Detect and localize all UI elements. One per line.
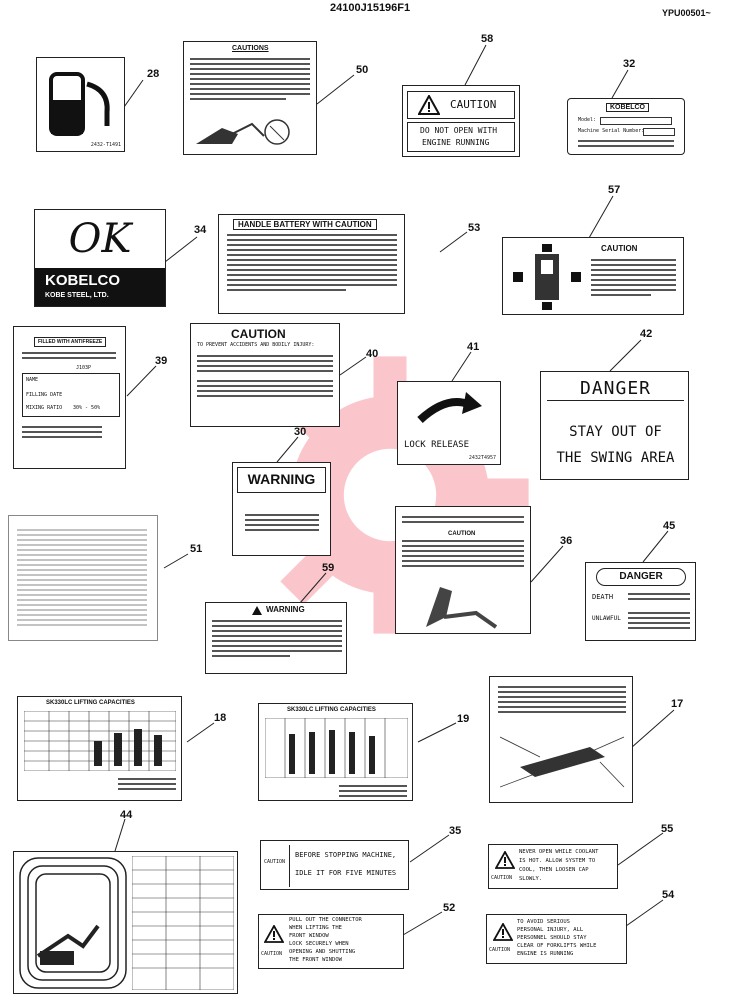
- callout-17: 17: [671, 698, 684, 710]
- capacity-table: [265, 718, 408, 778]
- decal-58-caution: CAUTION DO NOT OPEN WITH ENGINE RUNNING: [402, 85, 520, 157]
- excavator-icon: [196, 119, 290, 145]
- decal-44-operation-diagram: [13, 851, 238, 994]
- callout-44: 44: [120, 809, 133, 821]
- page-code: 24100J15196F1: [330, 2, 411, 14]
- callout-32: 32: [623, 58, 636, 70]
- decal-53-battery: HANDLE BATTERY WITH CAUTION: [218, 214, 405, 314]
- decal-55-caution-coolant: CAUTION NEVER OPEN WHILE COOLANT IS HOT.…: [488, 844, 618, 889]
- callout-28: 28: [147, 68, 160, 80]
- control-lever-diagram: [500, 736, 625, 788]
- decal-35-caution-idle: CAUTION BEFORE STOPPING MACHINE, IDLE IT…: [260, 840, 409, 890]
- callout-45: 45: [663, 520, 676, 532]
- excavator-icon: [426, 587, 498, 629]
- callout-50: 50: [356, 64, 369, 76]
- fuel-pump-icon: [49, 72, 110, 136]
- callout-39: 39: [155, 355, 168, 367]
- decal-30-warning: WARNING: [232, 462, 331, 556]
- serial-range: YPU00501~: [662, 8, 711, 18]
- callout-42: 42: [640, 328, 653, 340]
- decal-36-caution: CAUTION: [395, 506, 531, 634]
- warning-triangle-icon: [418, 95, 440, 115]
- decal-57-caution: CAUTION: [502, 237, 684, 315]
- callout-54: 54: [662, 889, 675, 901]
- work-mode-diagram: [19, 857, 127, 989]
- warning-triangle-icon: [252, 606, 262, 615]
- capacity-table: [24, 711, 176, 771]
- callout-41: 41: [467, 341, 480, 353]
- callout-53: 53: [468, 222, 481, 234]
- callout-36: 36: [560, 535, 573, 547]
- warning-triangle-icon: [264, 925, 284, 943]
- decal-28-fuel: 2432-T1491: [36, 57, 125, 152]
- decal-39-antifreeze: FILLED WITH ANTIFREEZE J103P NAME FILLIN…: [13, 326, 126, 469]
- decal-59-warning: WARNING: [205, 602, 347, 674]
- callout-18: 18: [214, 712, 227, 724]
- decal-54-caution-personnel: CAUTION TO AVOID SERIOUS PERSONAL INJURY…: [486, 914, 627, 964]
- spec-table: [132, 856, 234, 990]
- callout-57: 57: [608, 184, 621, 196]
- machine-topview-icon: [513, 244, 581, 310]
- callout-19: 19: [457, 713, 470, 725]
- callout-30: 30: [294, 426, 307, 438]
- decal-17-control-pattern: [489, 676, 633, 803]
- decal-45-danger: DANGER DEATH UNLAWFUL: [585, 562, 696, 641]
- callout-59: 59: [322, 562, 335, 574]
- decal-41-lock-release: LOCK RELEASE 2432T4957: [397, 381, 501, 465]
- decal-50-cautions: CAUTIONS: [183, 41, 317, 155]
- callout-34: 34: [194, 224, 207, 236]
- callout-40: 40: [366, 348, 379, 360]
- decal-52-caution-window: CAUTION PULL OUT THE CONNECTOR WHEN LIFT…: [258, 914, 404, 969]
- warning-triangle-icon: [493, 923, 513, 941]
- callout-55: 55: [661, 823, 674, 835]
- callout-58: 58: [481, 33, 494, 45]
- callout-51: 51: [190, 543, 203, 555]
- decal-32-nameplate: KOBELCO Model: Machine Serial Number:: [567, 98, 685, 155]
- callout-52: 52: [443, 902, 456, 914]
- decal-40-caution: CAUTION TO PREVENT ACCIDENTS AND BODILY …: [190, 323, 340, 427]
- decal-19-lifting-capacities: SK330LC LIFTING CAPACITIES: [258, 703, 413, 801]
- callout-35: 35: [449, 825, 462, 837]
- decal-18-lifting-capacities: SK330LC LIFTING CAPACITIES: [17, 696, 182, 801]
- decal-42-danger-swing: DANGER STAY OUT OF THE SWING AREA: [540, 371, 689, 480]
- curved-arrow-icon: [417, 392, 482, 423]
- decal-51-text: [8, 515, 158, 641]
- warning-triangle-icon: [495, 851, 515, 869]
- decal-34-kobelco-ok: OK KOBELCO KOBE STEEL, LTD.: [34, 209, 166, 307]
